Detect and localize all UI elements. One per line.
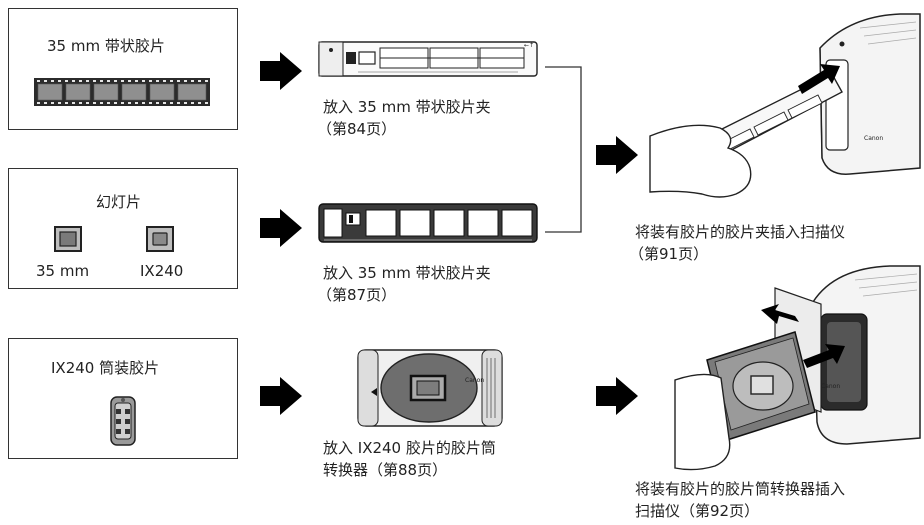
arrow-right-icon (596, 136, 638, 174)
arrow-right-icon (260, 52, 302, 90)
slide-holder-caption-line1: 放入 35 mm 带状胶片夹 (323, 264, 491, 282)
slide-holder-image (318, 203, 538, 243)
ix240-title: IX240 筒装胶片 (51, 359, 160, 377)
ix240-adapter-caption: 放入 IX240 胶片的胶片筒 转换器（第88页） (323, 437, 496, 481)
arrow-right-icon (260, 377, 302, 415)
ix240-adapter-image: Canon (357, 349, 503, 427)
scanner-brand-text-2: Canon (821, 383, 840, 390)
scanner-brand-text: Canon (864, 135, 883, 142)
film-strip-holder-image: ←↑ (318, 41, 538, 77)
holder-connector-bracket (545, 66, 582, 233)
scanner-adapter-insert-image: Canon (674, 265, 921, 471)
scanner-holder-insert-caption-line1: 将装有胶片的胶片夹插入扫描仪 (635, 223, 846, 241)
scanner-holder-insert-caption: 将装有胶片的胶片夹插入扫描仪 （第91页） (629, 221, 846, 265)
slide-holder-caption: 放入 35 mm 带状胶片夹 （第87页） (317, 262, 491, 306)
film-strip-title: 35 mm 带状胶片 (47, 37, 165, 55)
ix240-adapter-caption-line2: 转换器（第88页） (323, 461, 448, 479)
film-strip-holder-caption-line2: （第84页） (317, 120, 397, 138)
film-strip-holder-caption-line1: 放入 35 mm 带状胶片夹 (323, 98, 491, 116)
slide-title: 幻灯片 (96, 193, 142, 211)
arrow-right-icon (260, 209, 302, 247)
scanner-adapter-insert-caption-line1: 将装有胶片的胶片筒转换器插入 (635, 480, 846, 498)
scanner-holder-insert-caption-line2: （第91页） (629, 245, 709, 263)
slide-35mm-icon (54, 226, 82, 252)
slide-box: 幻灯片 35 mm IX240 (8, 168, 238, 289)
slide-35mm-label: 35 mm (36, 262, 90, 280)
ix240-adapter-caption-line1: 放入 IX240 胶片的胶片筒 (323, 439, 496, 457)
scanner-holder-insert-image: Canon (649, 13, 921, 198)
slide-ix240-icon (146, 226, 174, 252)
film-strip-box: 35 mm 带状胶片 (8, 8, 238, 130)
slide-holder-caption-line2: （第87页） (317, 286, 397, 304)
film-strip-icon (34, 78, 210, 106)
ix240-cartridge-box: IX240 筒装胶片 (8, 338, 238, 459)
svg-text:←↑: ←↑ (524, 42, 534, 49)
slide-ix240-label: IX240 (140, 262, 184, 280)
arrow-right-icon (596, 377, 638, 415)
adapter-brand-text: Canon (465, 377, 484, 384)
scanner-adapter-insert-caption: 将装有胶片的胶片筒转换器插入 扫描仪（第92页） (635, 478, 845, 522)
film-strip-holder-caption: 放入 35 mm 带状胶片夹 （第84页） (317, 96, 491, 140)
ix240-cartridge-icon (110, 396, 136, 446)
scanner-adapter-insert-caption-line2: 扫描仪（第92页） (635, 502, 760, 520)
